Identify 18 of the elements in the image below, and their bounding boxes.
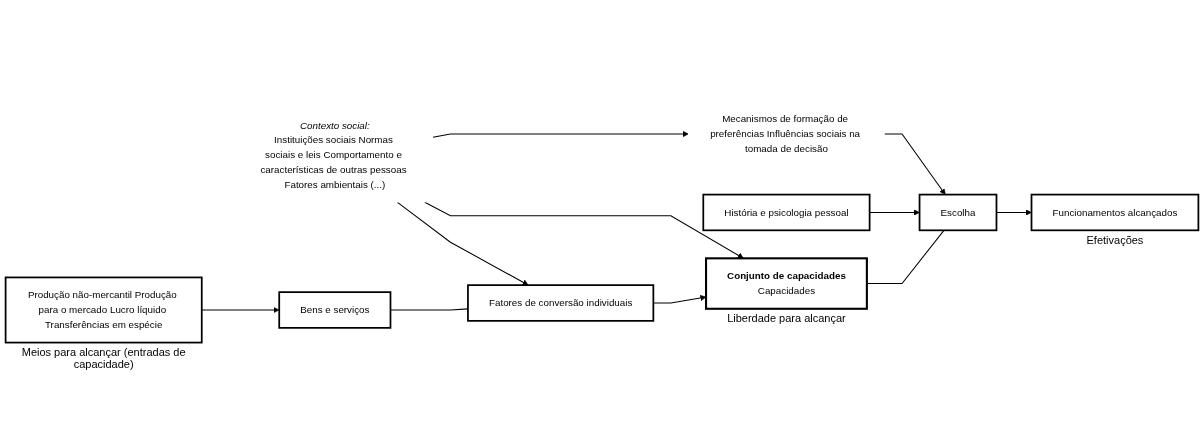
node-text: Mecanismos de formação de preferências Influências sociais na tomada de decisão [710, 112, 861, 154]
node-box [702, 193, 871, 231]
node-box [4, 276, 203, 343]
arrow [884, 132, 946, 195]
connector [866, 229, 945, 284]
caption-text: Liberdade para alcançar [726, 312, 847, 325]
node-box [1030, 193, 1200, 231]
node-text: Contexto social: Instituições sociais Normas sociais e leis Comportamento e características de outras pessoas Fatores ambientais (...) [260, 119, 407, 190]
caption-text: Meios para alcançar (entradas de capacidade) [20, 346, 187, 371]
node-box [467, 283, 655, 322]
arrow [397, 201, 529, 285]
arrow [432, 130, 689, 138]
node-box [918, 193, 998, 231]
caption-text: Efetivações [1085, 233, 1145, 246]
node-box [705, 256, 868, 310]
arrow [201, 306, 280, 313]
node-box [278, 290, 392, 329]
arrow [869, 208, 920, 216]
